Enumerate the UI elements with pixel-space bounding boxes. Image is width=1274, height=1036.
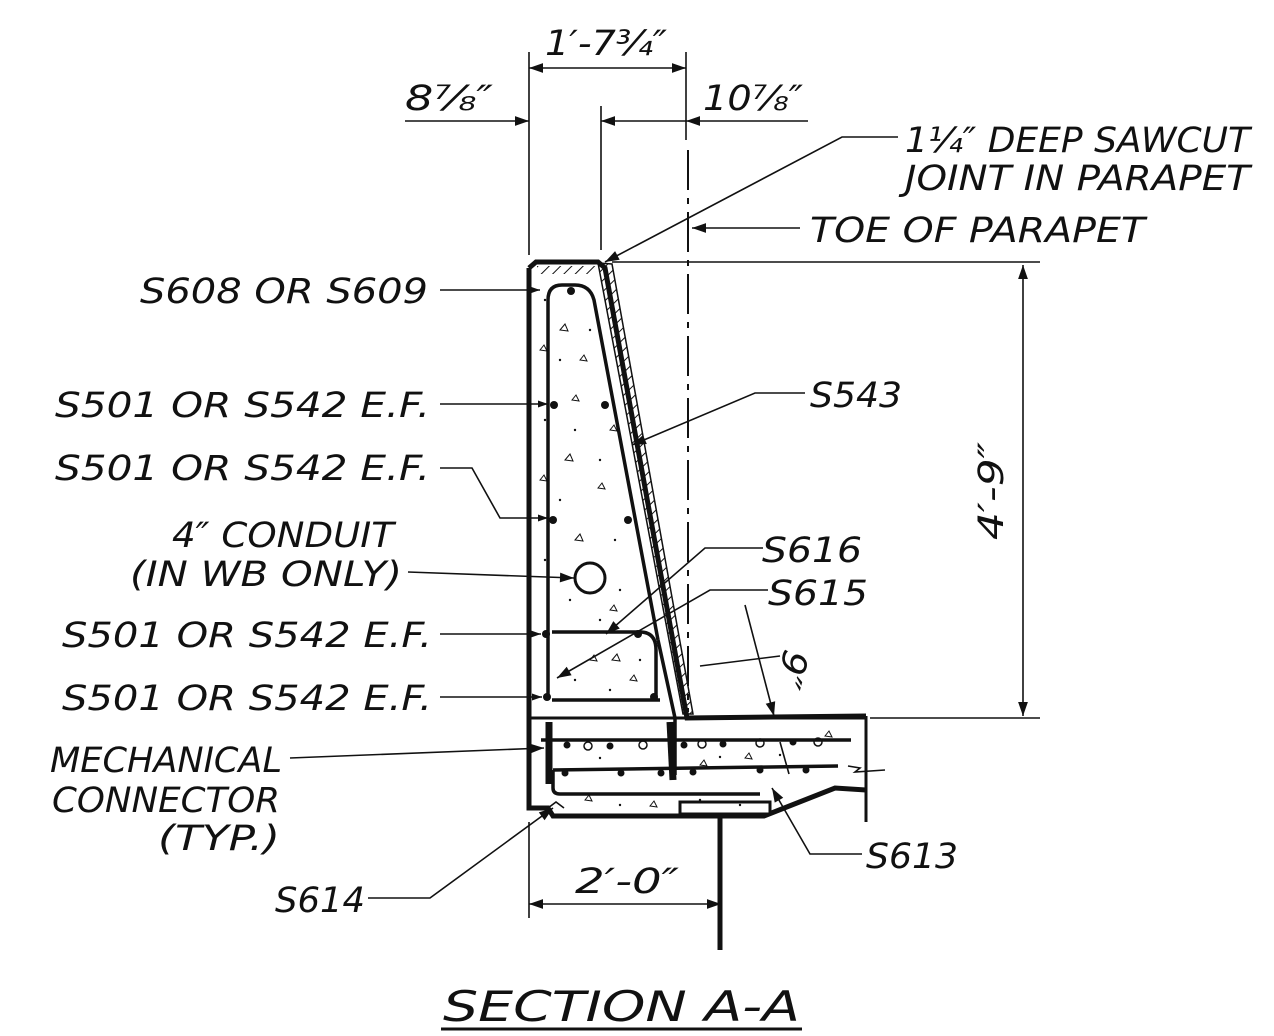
label-sawcut-2: JOINT IN PARAPET <box>898 159 1253 199</box>
label-s616: S616 <box>762 531 862 571</box>
label-s501-4: S501 OR S542 E.F. <box>62 679 432 719</box>
label-s615: S615 <box>768 574 868 614</box>
label-mech-1: MECHANICAL <box>50 741 282 781</box>
aggregate-speckle <box>539 323 833 808</box>
aggregate-dots <box>543 298 782 807</box>
section-title: SECTION A-A <box>443 982 800 1031</box>
dim-deck-thickness: 9″ <box>766 646 814 693</box>
leader-lines <box>289 136 898 899</box>
label-s501-2: S501 OR S542 E.F. <box>55 449 430 489</box>
conduit-circle <box>573 561 607 595</box>
label-s613: S613 <box>866 837 958 877</box>
label-s543: S543 <box>810 376 902 416</box>
label-s501-3: S501 OR S542 E.F. <box>62 616 432 656</box>
label-conduit-1: 4″ CONDUIT <box>172 516 397 556</box>
label-s608: S608 OR S609 <box>140 272 428 312</box>
label-mech-3: (TYP.) <box>158 819 280 859</box>
girder-flange <box>678 800 772 816</box>
dim-left-offset: 8⅞″ <box>405 79 493 119</box>
dim-top-width: 1′-7¾″ <box>545 24 667 64</box>
reinforcement <box>541 283 851 796</box>
dimension-lines <box>405 63 1028 909</box>
labels: 1′-7¾″ 8⅞″ 10⅞″ 1¼″ DEEP SAWCUT JOINT IN… <box>50 24 1253 1031</box>
label-mech-2: CONNECTOR <box>52 781 280 821</box>
label-toe: TOE OF PARAPET <box>810 211 1148 251</box>
label-s501-1: S501 OR S542 E.F. <box>55 386 430 426</box>
label-s614: S614 <box>275 881 365 921</box>
dim-right-offset: 10⅞″ <box>703 79 803 119</box>
label-conduit-2: (IN WB ONLY) <box>130 555 402 595</box>
dim-overhang: 2′-0″ <box>575 862 679 902</box>
sawcut-hatch <box>597 262 694 715</box>
dim-height: 4′-9″ <box>972 442 1012 540</box>
parapet-section <box>526 259 886 950</box>
label-sawcut-1: 1¼″ DEEP SAWCUT <box>905 121 1253 161</box>
